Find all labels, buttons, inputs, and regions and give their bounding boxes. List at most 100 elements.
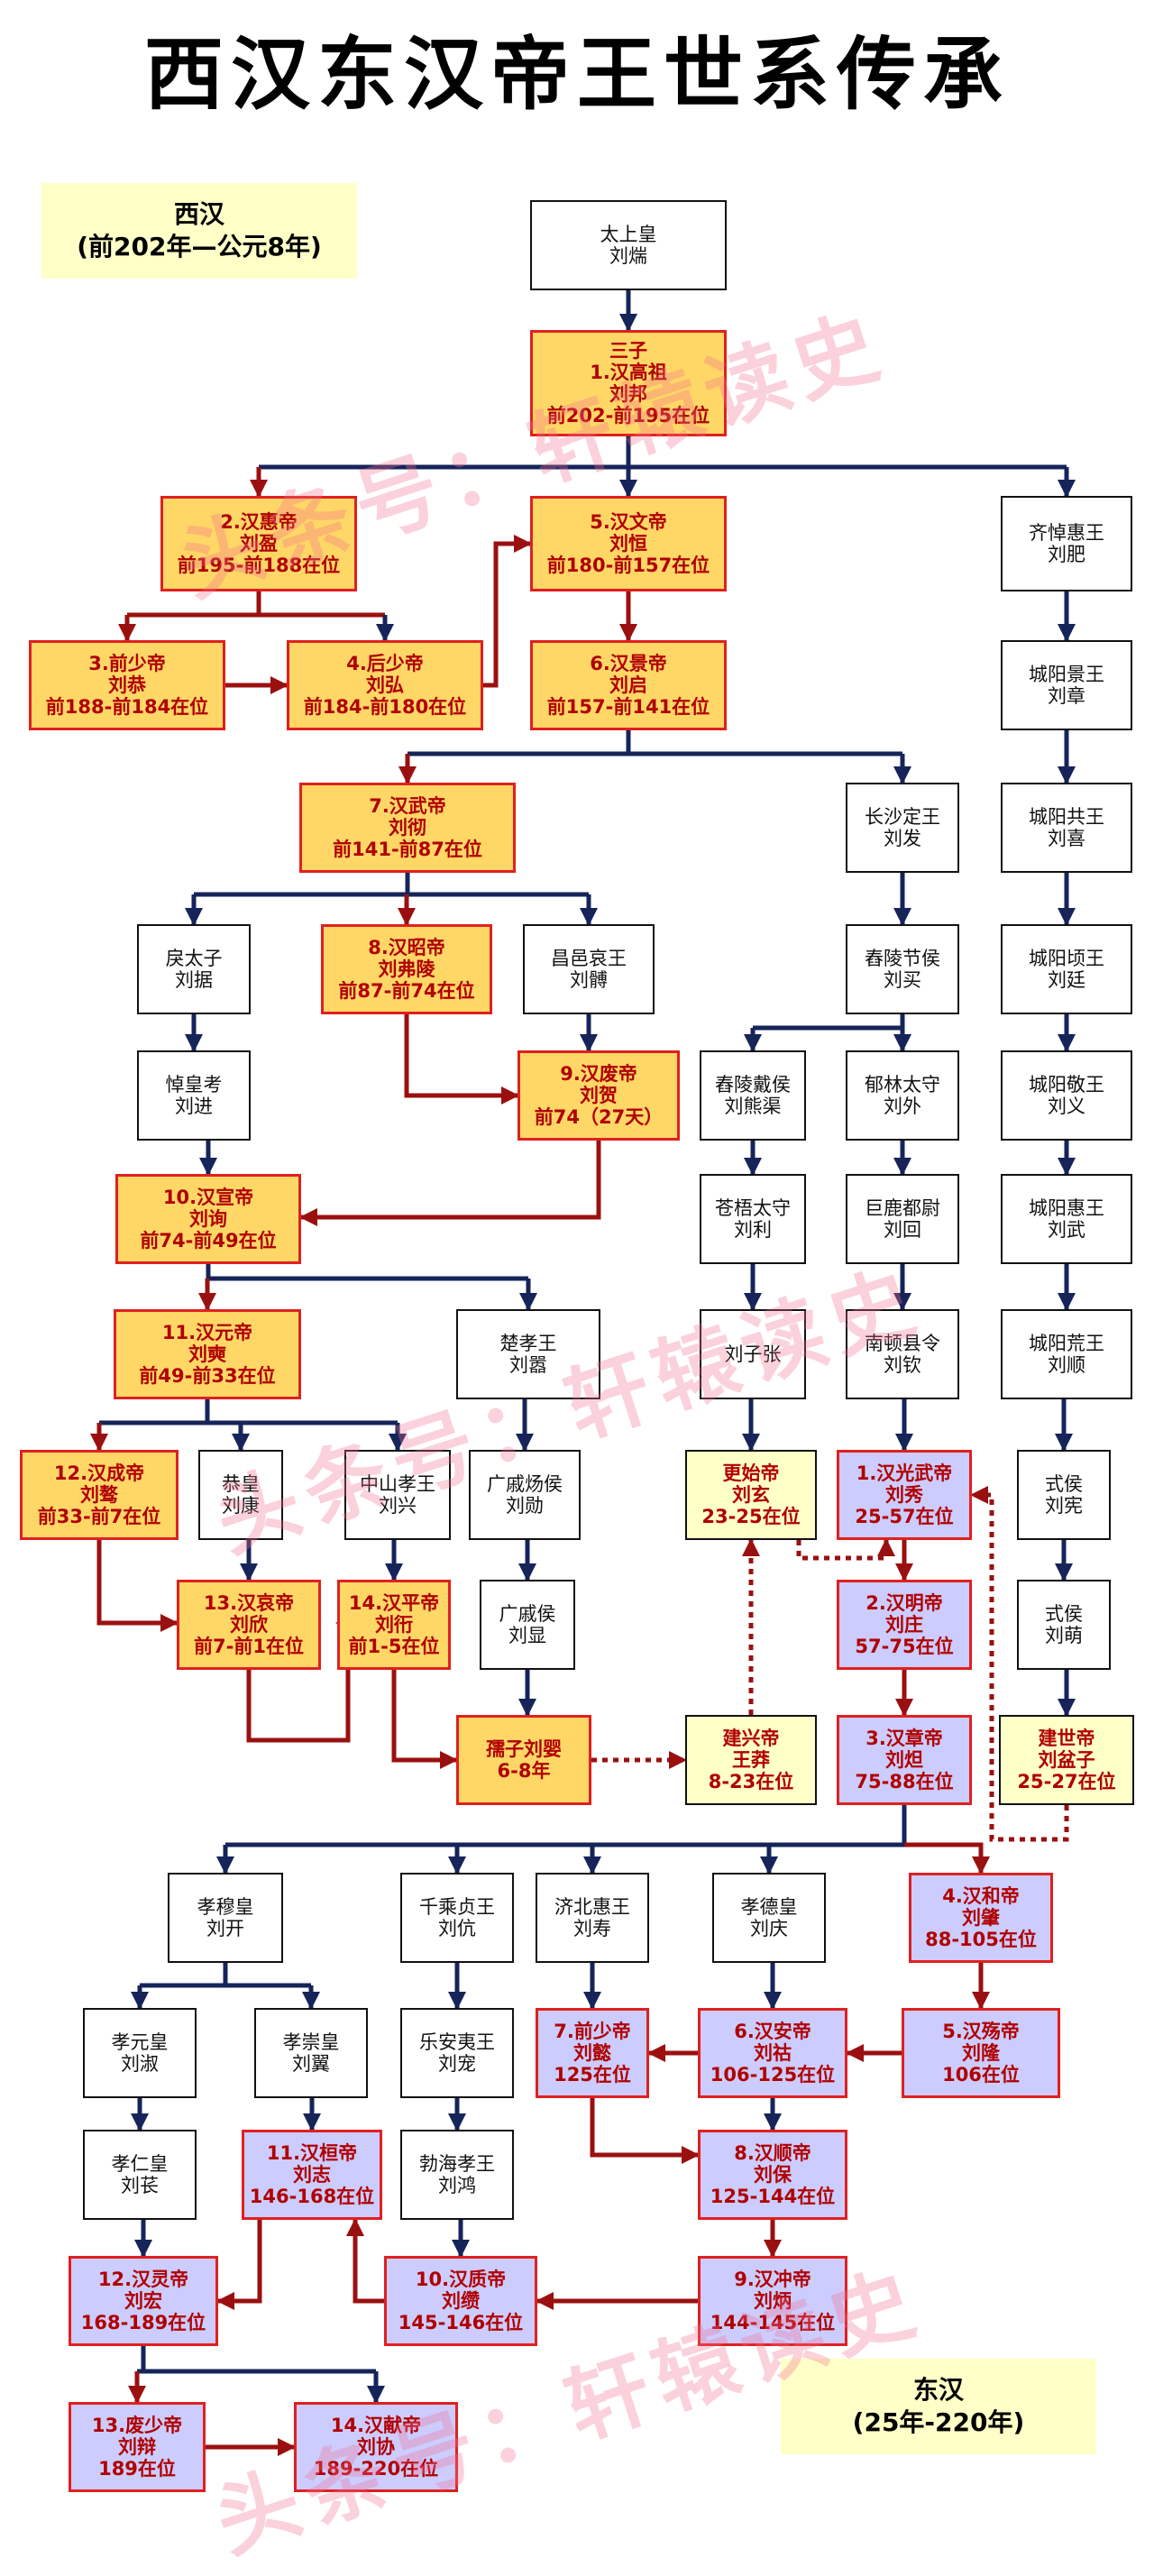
node-chongling: 舂陵节侯刘买 — [846, 924, 959, 1014]
node-line: 125在位 — [554, 2064, 631, 2086]
connector-31 — [299, 1141, 601, 1226]
node-qianshao: 3.前少帝刘恭前188-前184在位 — [29, 640, 225, 730]
connector-24 — [404, 1014, 519, 1105]
node-feidi: 9.汉废帝刘贺前74（27天） — [517, 1050, 680, 1141]
node-line: 长沙定王 — [865, 806, 940, 828]
node-line: 刘恒 — [609, 533, 647, 555]
node-line: 前188-前184在位 — [45, 696, 209, 718]
node-line: 昌邑哀王 — [551, 948, 627, 969]
node-line: 125-144在位 — [710, 2186, 836, 2207]
connector-53 — [391, 1670, 458, 1769]
node-line: 刘贺 — [580, 1085, 618, 1106]
node-jingdi: 6.汉景帝刘启前157-前141在位 — [530, 640, 727, 730]
node-line: 2.汉明帝 — [866, 1592, 943, 1614]
node-line: 前1-5在位 — [348, 1636, 440, 1657]
node-line: 城阳荒王 — [1029, 1333, 1104, 1354]
node-cangwu: 苍梧太守刘利 — [700, 1174, 806, 1264]
period-name: 西汉 — [173, 199, 224, 229]
node-line: 建世帝 — [1038, 1728, 1095, 1749]
period-range: (前202年—公元8年) — [77, 232, 322, 261]
node-line: 三子 — [609, 340, 647, 362]
node-line: 孝崇皇 — [282, 2031, 340, 2053]
node-line: 刘彻 — [389, 817, 426, 839]
node-line: 189-220在位 — [313, 2458, 439, 2480]
node-xiaode: 孝德皇刘庆 — [712, 1873, 826, 1963]
node-line: 前74-前49在位 — [140, 1230, 277, 1251]
node-line: 168-189在位 — [80, 2312, 206, 2333]
connector-96 — [346, 2218, 384, 2304]
node-zhaodi: 8.汉昭帝刘弗陵前87-前74在位 — [321, 924, 492, 1014]
node-line: 孝穆皇 — [197, 1896, 254, 1918]
node-line: 刘懿 — [573, 2042, 611, 2064]
node-line: 88-105在位 — [925, 1929, 1037, 1950]
node-line: 广戚侯 — [499, 1603, 556, 1625]
node-line: 6.汉安帝 — [734, 2021, 811, 2042]
connector-91 — [590, 2098, 700, 2164]
node-line: 刘隆 — [962, 2042, 1000, 2064]
node-line: 刘回 — [884, 1219, 921, 1241]
node-line: 刘欣 — [230, 1614, 268, 1636]
node-line: 刘保 — [754, 2164, 792, 2186]
node-line: 孝仁皇 — [111, 2153, 169, 2175]
node-line: 刘利 — [734, 1219, 772, 1241]
connector-11 — [483, 535, 532, 688]
node-line: 前141-前87在位 — [333, 839, 482, 860]
node-line: 9.汉废帝 — [560, 1063, 637, 1085]
node-line: 中山孝王 — [360, 1473, 435, 1495]
node-line: 11.汉桓帝 — [266, 2142, 358, 2164]
node-line: 苍梧太守 — [715, 1197, 791, 1219]
node-line: 12.汉成帝 — [53, 1462, 145, 1484]
node-line: 齐悼惠王 — [1029, 522, 1104, 544]
node-line: 刘义 — [1048, 1095, 1085, 1117]
node-line: 11.汉元帝 — [161, 1322, 253, 1343]
node-line: 189在位 — [98, 2458, 176, 2480]
node-line: 刘启 — [609, 674, 647, 696]
node-line: 刘廷 — [1048, 969, 1085, 991]
node-line: 刘嚣 — [509, 1354, 547, 1376]
node-line: 刘恭 — [108, 674, 146, 696]
node-zhongshan: 中山孝王刘兴 — [344, 1450, 451, 1540]
node-line: 刘萌 — [1045, 1625, 1083, 1646]
node-line: 刘寿 — [573, 1918, 611, 1939]
node-line: 前87-前74在位 — [338, 980, 475, 1002]
node-liuzizhang: 刘子张 — [700, 1309, 806, 1399]
node-line: 8-23在位 — [708, 1771, 794, 1792]
node-line: 刘髆 — [570, 969, 608, 991]
node-line: 更始帝 — [722, 1462, 780, 1484]
node-jibei: 济北惠王刘寿 — [536, 1873, 649, 1963]
node-line: 刘鸿 — [438, 2175, 476, 2196]
node-line: 广戚炀侯 — [487, 1473, 563, 1495]
node-line: 巨鹿都尉 — [865, 1197, 940, 1219]
node-line: 郁林太守 — [865, 1074, 940, 1095]
node-line: 悼皇考 — [165, 1074, 223, 1095]
node-line: 10.汉宣帝 — [162, 1187, 254, 1208]
node-line: 前202-前195在位 — [546, 405, 710, 426]
connector-58 — [970, 1486, 1069, 1842]
node-line: 3.汉章帝 — [866, 1728, 943, 1749]
node-line: 楚孝王 — [499, 1333, 557, 1354]
node-xiaomu: 孝穆皇刘开 — [168, 1873, 283, 1963]
node-julu: 巨鹿都尉刘回 — [846, 1174, 959, 1264]
node-lizi: 戾太子刘据 — [137, 924, 251, 1014]
node-line: 75-88在位 — [855, 1771, 954, 1792]
node-line: 刘煓 — [609, 245, 647, 267]
node-cy-gong: 城阳共王刘喜 — [1001, 783, 1132, 873]
node-line: 刘宏 — [124, 2290, 162, 2312]
node-line: 刘熊渠 — [724, 1095, 782, 1117]
period-range: (25年-220年) — [852, 2407, 1025, 2437]
node-shihou-meng: 式侯刘萌 — [1017, 1580, 1111, 1670]
node-line: 6.汉景帝 — [590, 653, 667, 674]
node-yulin: 郁林太守刘外 — [846, 1050, 959, 1141]
node-line: 刘庆 — [750, 1918, 788, 1939]
node-line: 刘协 — [357, 2436, 395, 2458]
node-line: 146-168在位 — [249, 2186, 375, 2207]
node-line: 舂陵节侯 — [865, 948, 940, 969]
